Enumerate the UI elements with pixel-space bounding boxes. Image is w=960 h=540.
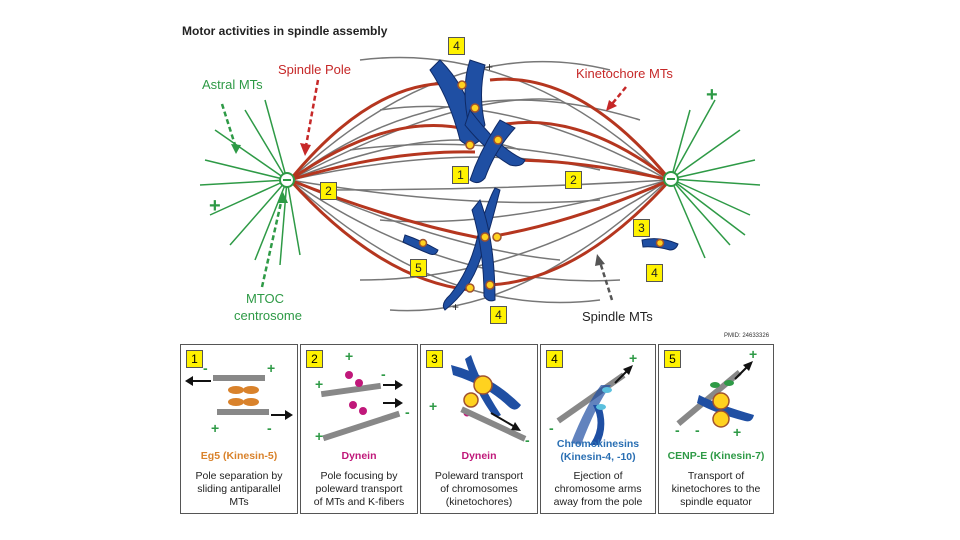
svg-text:+: +	[629, 350, 637, 366]
left-astral-mts	[199, 99, 301, 266]
kinetochores	[418, 80, 665, 293]
panel-4: 4 + - Chromokinesins (Kinesin-4, -10) Ej…	[540, 344, 656, 514]
pmid-label: PMID: 24633326	[724, 333, 770, 339]
marker-5: 5	[410, 259, 427, 277]
panel-5-illustration: + - - +	[675, 346, 757, 440]
panel-motor: Dynein	[461, 450, 497, 462]
panel-number: 4	[546, 350, 563, 368]
marker-2: 2	[320, 182, 337, 200]
panel-number: 3	[426, 350, 443, 368]
svg-text:-: -	[695, 422, 700, 438]
marker-4: 4	[646, 264, 663, 282]
marker-4: 4	[448, 37, 465, 55]
svg-text:+: +	[345, 348, 353, 364]
marker-4: 4	[490, 306, 507, 324]
svg-text:+: +	[733, 424, 741, 440]
plus-sign: +	[209, 195, 221, 217]
svg-text:+: +	[211, 420, 219, 436]
kinetochore-mts	[288, 77, 672, 292]
panel-2-illustration: + + - - +	[315, 348, 410, 444]
panel-5: 5 + - - + CENP-E (Kinesin-7) Transport o…	[658, 344, 774, 514]
plus-sign: +	[486, 60, 494, 74]
plus-sign: +	[452, 300, 460, 314]
panel-motor: Chromokinesins	[556, 438, 640, 450]
svg-text:-: -	[381, 366, 386, 382]
svg-text:+: +	[315, 428, 323, 444]
panel-4-illustration: + -	[549, 350, 637, 445]
centrosome-label: centrosome	[234, 308, 302, 323]
panel-motor: CENP-E (Kinesin-7)	[667, 450, 765, 462]
panel-motor: Eg5 (Kinesin-5)	[200, 450, 278, 462]
plus-sign: +	[706, 84, 718, 106]
panel-number: 1	[186, 350, 203, 368]
panel-3-illustration: + -	[429, 355, 530, 445]
panel-number: 2	[306, 350, 323, 368]
svg-text:+: +	[429, 398, 437, 414]
spindle-mts-label: Spindle MTs	[582, 309, 653, 324]
panel-1-illustration: - + + -	[185, 360, 293, 436]
marker-3: 3	[633, 219, 650, 237]
chromosomes	[402, 59, 679, 311]
diagram-title: Motor activities in spindle assembly	[182, 24, 388, 38]
kinetochore-mts-label: Kinetochore MTs	[576, 66, 673, 81]
marker-2: 2	[565, 171, 582, 189]
svg-text:-: -	[405, 404, 410, 420]
panel-motor-detail: (Kinesin-4, -10)	[560, 451, 636, 463]
panel-1: 1 - + + - Eg5 (Kinesin-5) Pole separatio…	[180, 344, 298, 514]
svg-text:-: -	[267, 420, 272, 436]
svg-text:-: -	[549, 420, 554, 436]
marker-1: 1	[452, 166, 469, 184]
panel-motor: Dynein	[341, 450, 377, 462]
svg-text:+: +	[749, 346, 757, 362]
svg-text:-: -	[525, 432, 530, 445]
panel-number: 5	[664, 350, 681, 368]
svg-text:+: +	[315, 376, 323, 392]
svg-text:-: -	[675, 422, 680, 438]
spindle-pole-label: Spindle Pole	[278, 62, 351, 77]
mtoc-label: MTOC	[246, 291, 285, 306]
svg-text:+: +	[267, 360, 275, 376]
right-astral-mts	[670, 99, 761, 259]
svg-text:-: -	[203, 360, 208, 376]
astral-mts-label: Astral MTs	[202, 77, 263, 92]
